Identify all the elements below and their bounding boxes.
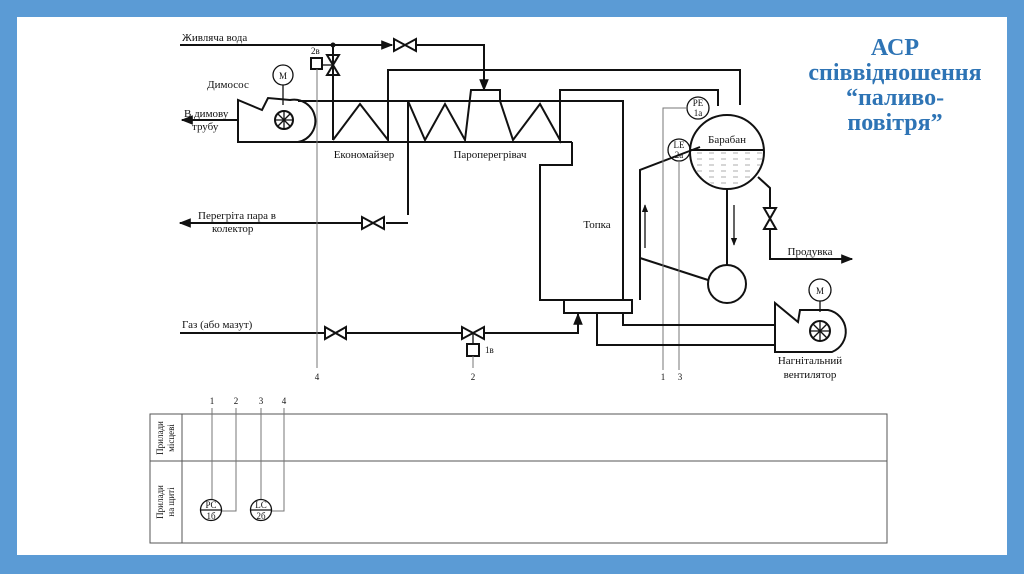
blowdown-line: Продувка [757,176,854,264]
flue-duct [298,100,572,143]
superheater: Пароперегрівач [407,89,719,215]
steam-label-1: Перегріта пара в [198,210,276,222]
level-controller-lc: LC 2б [249,498,273,522]
svg-text:2: 2 [234,396,239,406]
title-line-1: АСР [870,35,920,61]
slide-title: АСР співвідношення “паливо- повітря” [780,36,1010,136]
pressure-controller-pc: PC 1б [199,498,223,522]
svg-text:M: M [816,286,824,296]
title-line-3: “паливо- [845,85,945,111]
svg-text:1б: 1б [206,511,216,521]
gas-shutoff-valve [324,325,347,341]
gas-regulating-valve [461,325,485,341]
furnace: Топка [539,100,633,314]
svg-text:M: M [279,71,287,81]
steam-label-2: колектор [212,223,254,235]
title-line-4: повітря” [847,110,943,136]
forced-draft-fan: M Нагнітальний вентилятор [774,278,847,381]
svg-text:1: 1 [210,396,215,406]
svg-text:1а: 1а [694,108,703,118]
actuator-2v-label: 2в [311,46,320,56]
signal-lines [316,69,474,368]
row-label-local-2: місцеві [166,424,176,452]
economizer: Економайзер [332,69,741,161]
steam-valve [361,215,385,231]
economizer-label: Економайзер [334,149,395,161]
svg-text:2а: 2а [675,150,684,160]
row-label-panel-2: на щиті [166,487,176,517]
to-chimney-label-2: трубу [192,121,219,133]
svg-text:2б: 2б [256,511,266,521]
svg-text:3: 3 [678,372,683,382]
drum-label: Барабан [708,134,746,146]
svg-text:2: 2 [471,372,476,382]
line-numbers-bottom: 4 2 1 3 [315,372,683,382]
feed-regulating-valve: 2в [310,46,341,76]
svg-text:LE: LE [674,140,685,150]
svg-text:PC: PC [205,500,216,510]
level-sensor-le: LE 2а [667,138,691,370]
svg-text:4: 4 [282,396,287,406]
svg-text:PE: PE [693,98,704,108]
fan-label-2: вентилятор [784,369,837,381]
pressure-sensor-pe: PE 1а [662,96,710,370]
smoke-exhauster: M Димосос [207,64,317,143]
feed-water-line: Живляча вода [180,32,489,140]
mud-drum [707,264,747,304]
fan-label-1: Нагнітальний [778,355,842,367]
svg-text:LC: LC [255,500,267,510]
circulation-tubes [639,146,738,300]
to-chimney-line: В димову трубу [180,108,238,133]
superheated-steam-line: Перегріта пара в колектор [178,210,408,235]
svg-text:1: 1 [661,372,666,382]
drum: Барабан [689,114,765,190]
to-chimney-label-1: В димову [184,108,229,120]
row-label-local-1: Прилади [155,421,165,455]
gas-line: 1в Газ (або мазут) [180,312,583,357]
actuator-1v-label: 1в [485,345,494,355]
svg-text:4: 4 [315,372,320,382]
blowdown-label: Продувка [788,246,833,258]
row-label-panel-1: Прилади [155,485,165,519]
air-ducts [596,313,775,346]
gas-line-label: Газ (або мазут) [182,319,253,331]
superheater-label: Пароперегрівач [453,149,527,161]
blowdown-valve [762,207,778,230]
feed-water-valve [393,37,417,53]
instrument-table: Прилади місцеві Прилади на щиті 1 2 3 4 … [149,396,888,544]
svg-text:3: 3 [259,396,264,406]
smoke-exhauster-label: Димосос [207,79,249,91]
actuator-2v [310,57,323,70]
feed-water-label: Живляча вода [182,32,247,44]
title-line-2: співвідношення [808,60,982,86]
actuator-1v [466,343,480,357]
furnace-label: Топка [583,219,610,231]
